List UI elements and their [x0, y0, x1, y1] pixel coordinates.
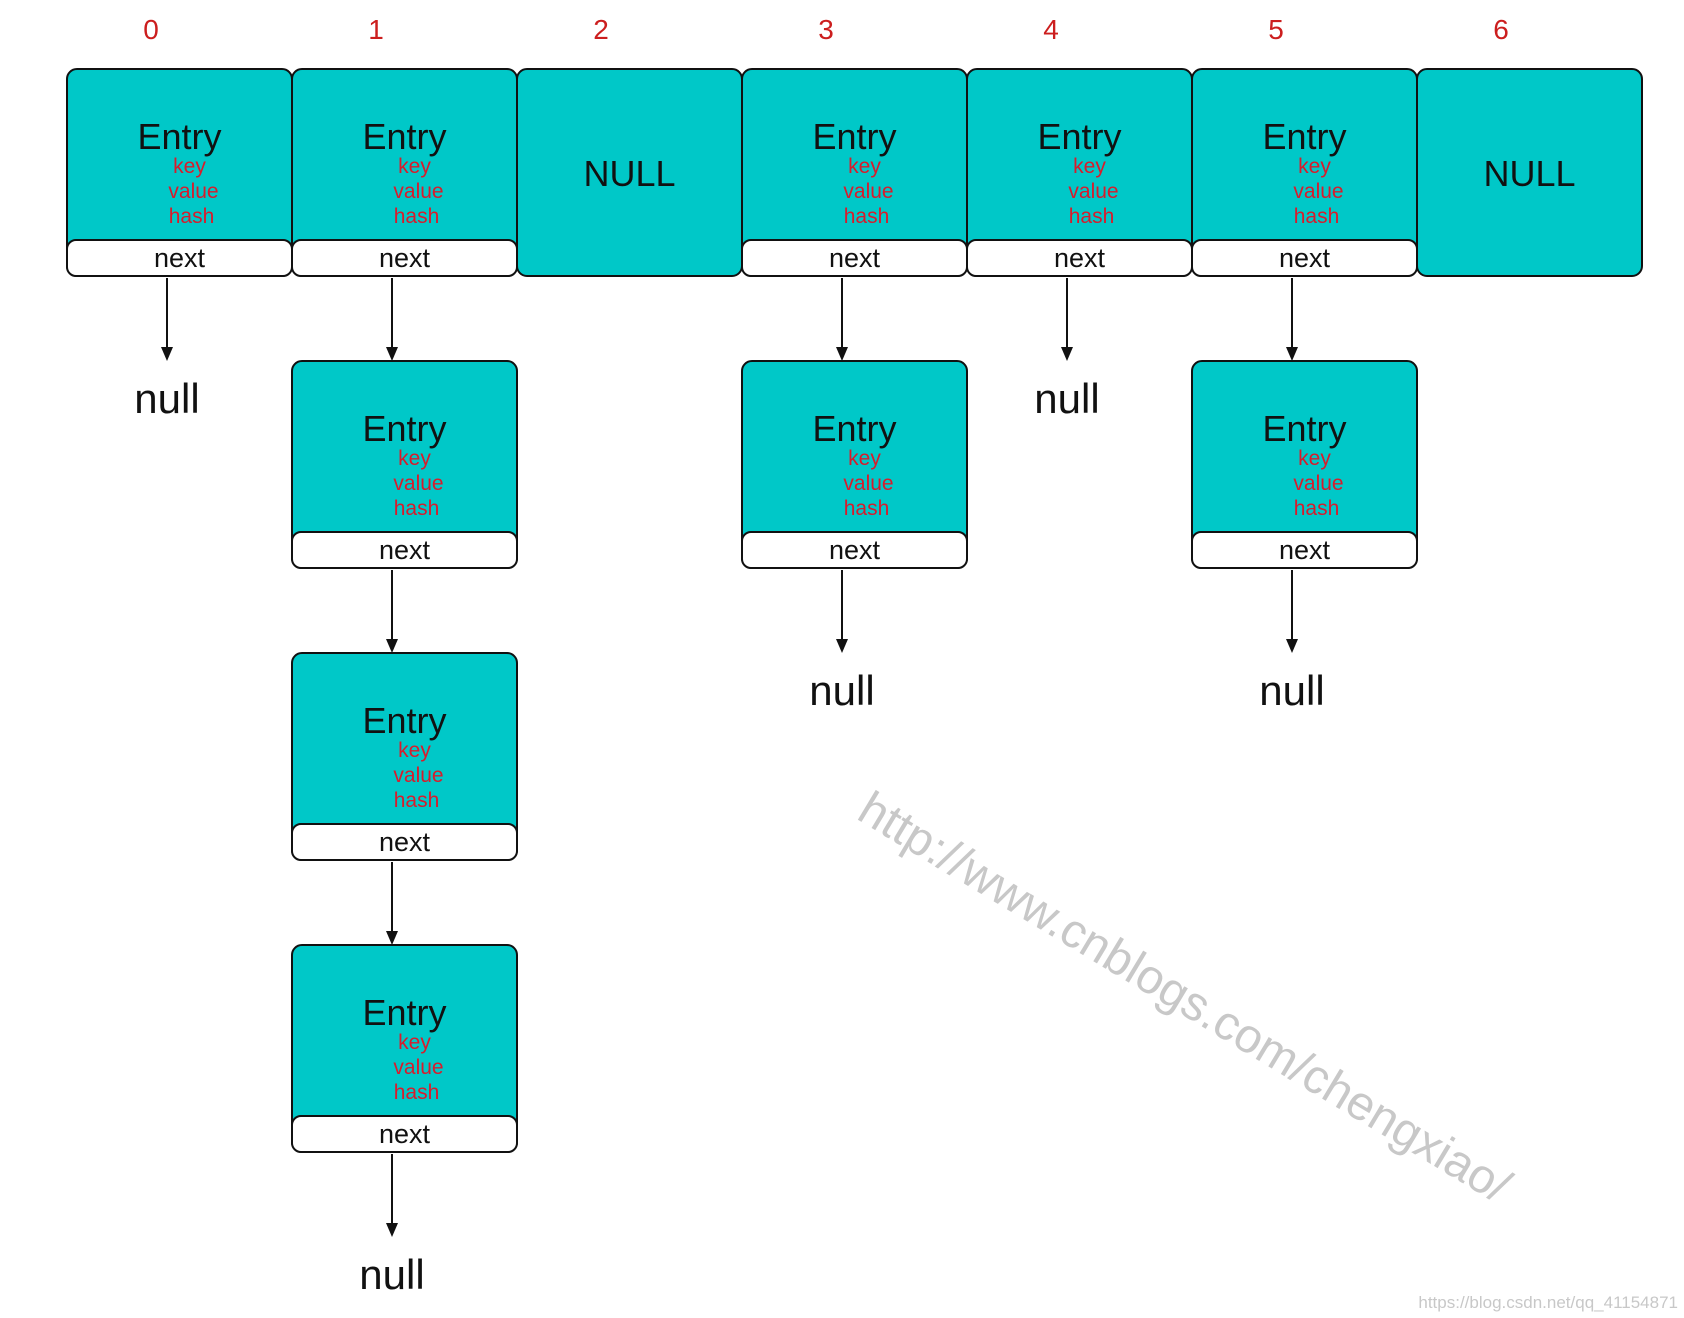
null-terminator: null: [1034, 375, 1099, 422]
entry-hash-label: hash: [394, 497, 440, 520]
arrowhead: [386, 931, 398, 945]
null-bucket-label: NULL: [1483, 153, 1575, 194]
arrowhead: [386, 1223, 398, 1237]
next-field-box: [291, 823, 518, 861]
bucket-index-5: 5: [1268, 14, 1284, 45]
bucket-index-1: 1: [368, 14, 384, 45]
bucket-index-2: 2: [593, 14, 609, 45]
null-terminator: null: [809, 667, 874, 714]
entry-hash-label: hash: [169, 205, 215, 228]
entry-key-label: key: [398, 1031, 431, 1054]
entry-value-label: value: [843, 472, 893, 495]
null-terminator: null: [134, 375, 199, 422]
entry-value-label: value: [393, 180, 443, 203]
next-label: next: [1279, 243, 1331, 273]
entry-value-label: value: [393, 764, 443, 787]
bucket-index-4: 4: [1043, 14, 1059, 45]
entry-key-label: key: [398, 155, 431, 178]
entry-hash-label: hash: [394, 789, 440, 812]
bucket-index-3: 3: [818, 14, 834, 45]
entry-key-label: key: [398, 447, 431, 470]
next-label: next: [379, 827, 431, 857]
next-label: next: [829, 535, 881, 565]
arrowhead: [836, 347, 848, 361]
entry-title: Entry: [1037, 116, 1121, 157]
arrowhead: [836, 639, 848, 653]
entry-title: Entry: [362, 408, 446, 449]
entry-key-label: key: [173, 155, 206, 178]
next-label: next: [1279, 535, 1331, 565]
next-field-box: [291, 1115, 518, 1153]
null-terminator: null: [1259, 667, 1324, 714]
entry-hash-label: hash: [844, 205, 890, 228]
entry-key-label: key: [848, 155, 881, 178]
arrowhead: [1061, 347, 1073, 361]
next-label: next: [379, 535, 431, 565]
entry-hash-label: hash: [1294, 497, 1340, 520]
arrowhead: [1286, 639, 1298, 653]
null-terminator: null: [359, 1251, 424, 1298]
next-label: next: [379, 243, 431, 273]
arrowhead: [386, 639, 398, 653]
entry-title: Entry: [362, 116, 446, 157]
next-label: next: [1054, 243, 1106, 273]
null-bucket-label: NULL: [583, 153, 675, 194]
bucket-index-0: 0: [143, 14, 159, 45]
entry-key-label: key: [398, 739, 431, 762]
next-field-box: [741, 531, 968, 569]
entry-key-label: key: [848, 447, 881, 470]
entry-key-label: key: [1298, 155, 1331, 178]
entry-value-label: value: [393, 472, 443, 495]
entry-key-label: key: [1298, 447, 1331, 470]
entry-value-label: value: [1293, 180, 1343, 203]
entry-hash-label: hash: [844, 497, 890, 520]
entry-key-label: key: [1073, 155, 1106, 178]
entry-title: Entry: [812, 116, 896, 157]
arrowhead: [1286, 347, 1298, 361]
entry-value-label: value: [843, 180, 893, 203]
entry-hash-label: hash: [394, 1081, 440, 1104]
next-label: next: [829, 243, 881, 273]
entry-title: Entry: [362, 700, 446, 741]
entry-hash-label: hash: [1294, 205, 1340, 228]
entry-title: Entry: [362, 992, 446, 1033]
entry-title: Entry: [1262, 408, 1346, 449]
bucket-index-6: 6: [1493, 14, 1509, 45]
corner-watermark: https://blog.csdn.net/qq_41154871: [1418, 1293, 1678, 1312]
diagram-content: 0Entrykeyvaluehashnextnull1Entrykeyvalue…: [66, 14, 1643, 1298]
entry-title: Entry: [812, 408, 896, 449]
entry-title: Entry: [137, 116, 221, 157]
watermark-text: http://www.cnblogs.com/chengxiao/: [849, 782, 1520, 1214]
entry-title: Entry: [1262, 116, 1346, 157]
entry-value-label: value: [1068, 180, 1118, 203]
arrowhead: [386, 347, 398, 361]
next-label: next: [379, 1119, 431, 1149]
entry-value-label: value: [1293, 472, 1343, 495]
entry-hash-label: hash: [394, 205, 440, 228]
null-bucket-cell: [1416, 68, 1643, 277]
entry-value-label: value: [168, 180, 218, 203]
next-field-box: [291, 531, 518, 569]
entry-value-label: value: [393, 1056, 443, 1079]
arrowhead: [161, 347, 173, 361]
next-label: next: [154, 243, 206, 273]
entry-hash-label: hash: [1069, 205, 1115, 228]
next-field-box: [1191, 531, 1418, 569]
